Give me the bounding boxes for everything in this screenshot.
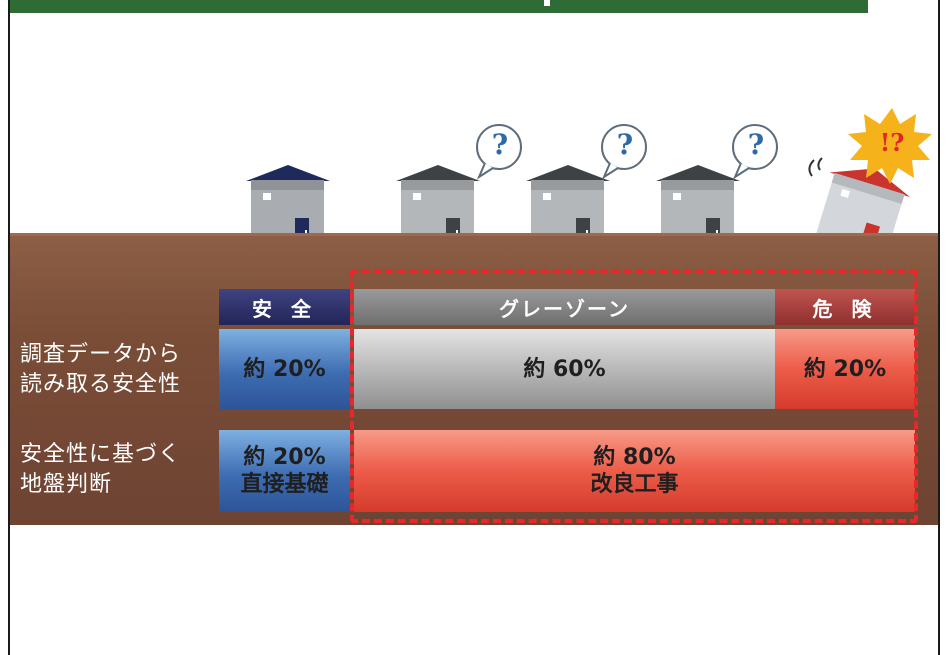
row2-label-line2: 地盤判断 bbox=[20, 472, 113, 497]
row2-safe-cell: 約 20% 直接基礎 bbox=[219, 430, 350, 512]
row1-danger-cell: 約 20% bbox=[775, 329, 915, 409]
question-mark-1: ? bbox=[491, 128, 509, 161]
header-gray-zone: グレーゾーン bbox=[354, 289, 775, 325]
row1-danger-value: 約 20% bbox=[803, 356, 887, 382]
row2-safe-method: 直接基礎 bbox=[240, 472, 329, 497]
row1-label: 調査データから 読み取る安全性 bbox=[20, 340, 181, 400]
row1-safe-cell: 約 20% bbox=[219, 329, 350, 409]
question-bubble-1 bbox=[476, 124, 522, 180]
row2-safe-percent: 約 20% bbox=[243, 445, 326, 470]
row2-improve-cell: 約 80% 改良工事 bbox=[354, 430, 915, 512]
question-bubble-2 bbox=[601, 124, 647, 180]
row2-label-line1: 安全性に基づく bbox=[20, 442, 182, 467]
row1-label-line1: 調査データから bbox=[20, 342, 182, 367]
alert-starburst-icon bbox=[848, 108, 932, 184]
top-bar-notch bbox=[544, 0, 550, 6]
row1-safe-value: 約 20% bbox=[243, 356, 326, 382]
highlight-dashed-outline bbox=[350, 269, 918, 523]
ground-surface-line bbox=[10, 233, 938, 236]
row2-label: 安全性に基づく 地盤判断 bbox=[20, 440, 181, 500]
question-mark-2: ? bbox=[616, 128, 634, 161]
alert-mark: !? bbox=[879, 128, 905, 157]
row1-label-line2: 読み取る安全性 bbox=[20, 372, 182, 397]
row1-gray-value: 約 60% bbox=[523, 356, 606, 382]
row1-gray-cell: 約 60% bbox=[354, 329, 775, 409]
header-danger: 危 険 bbox=[775, 289, 915, 325]
question-bubble-3 bbox=[732, 124, 778, 180]
top-green-bar bbox=[10, 0, 868, 13]
row2-improve-method: 改良工事 bbox=[590, 472, 679, 497]
header-safe: 安 全 bbox=[219, 289, 350, 325]
shake-lines bbox=[808, 157, 823, 177]
frame-right-border bbox=[938, 0, 940, 655]
frame-left-border bbox=[8, 0, 10, 655]
question-mark-3: ? bbox=[747, 128, 765, 161]
row2-improve-percent: 約 80% bbox=[593, 445, 676, 470]
